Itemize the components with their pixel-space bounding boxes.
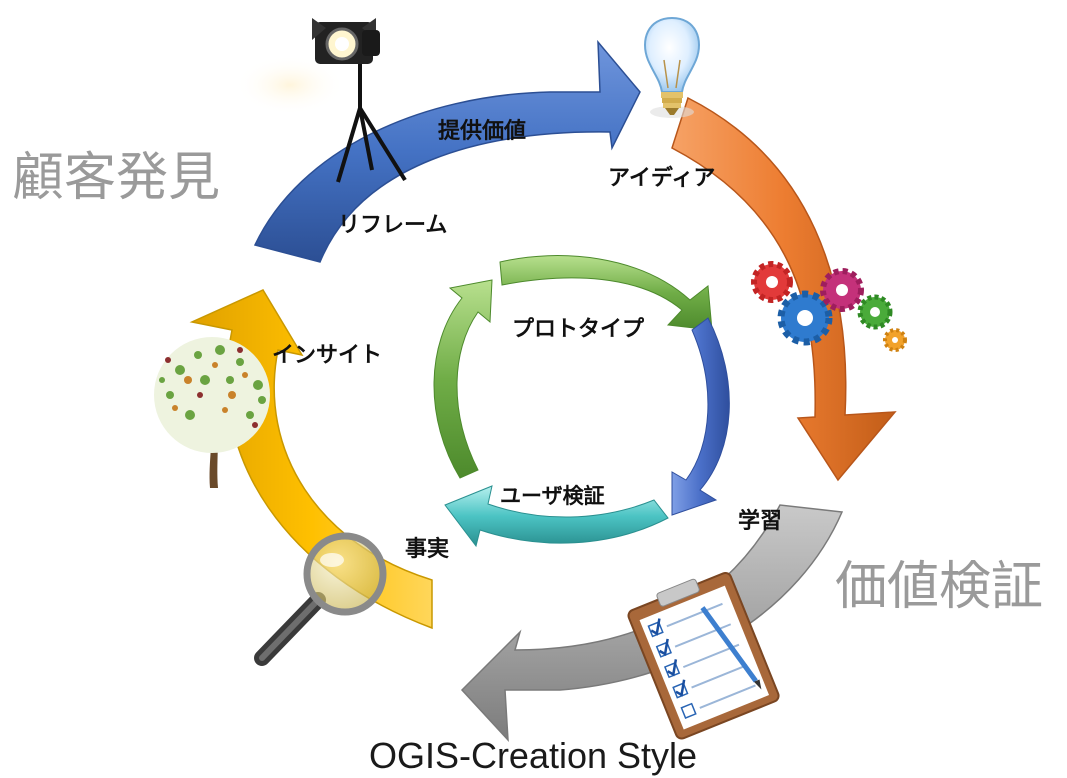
spotlight-icon [235,18,407,183]
label-idea: アイディア [608,165,715,191]
magnifying-glass-icon [254,532,387,666]
inner-arrow-blue-right [671,317,730,516]
phase-customer-discovery: 顧客発見 [12,148,220,208]
label-fact: 事実 [405,536,449,562]
label-user-validation: ユーザ検証 [500,484,605,508]
label-reframe: リフレーム [338,213,447,238]
label-value-proposition: 提供価値 [438,118,526,144]
clipboard-checklist-icon [627,571,780,740]
light-bulb-icon [644,16,700,118]
phase-value-validation: 価値検証 [835,557,1043,617]
inner-arrow-teal-bottom [444,485,669,548]
label-learning: 学習 [738,508,782,534]
outer-arrow-blue [253,39,641,263]
tree-icon [154,337,270,488]
label-insight: インサイト [272,343,382,368]
gears-icon [751,261,907,352]
label-prototype: プロトタイプ [512,317,645,342]
outer-arrow-orange [671,96,897,482]
diagram-caption: OGIS-Creation Style [369,735,697,776]
inner-arrow-green-left [433,279,493,479]
